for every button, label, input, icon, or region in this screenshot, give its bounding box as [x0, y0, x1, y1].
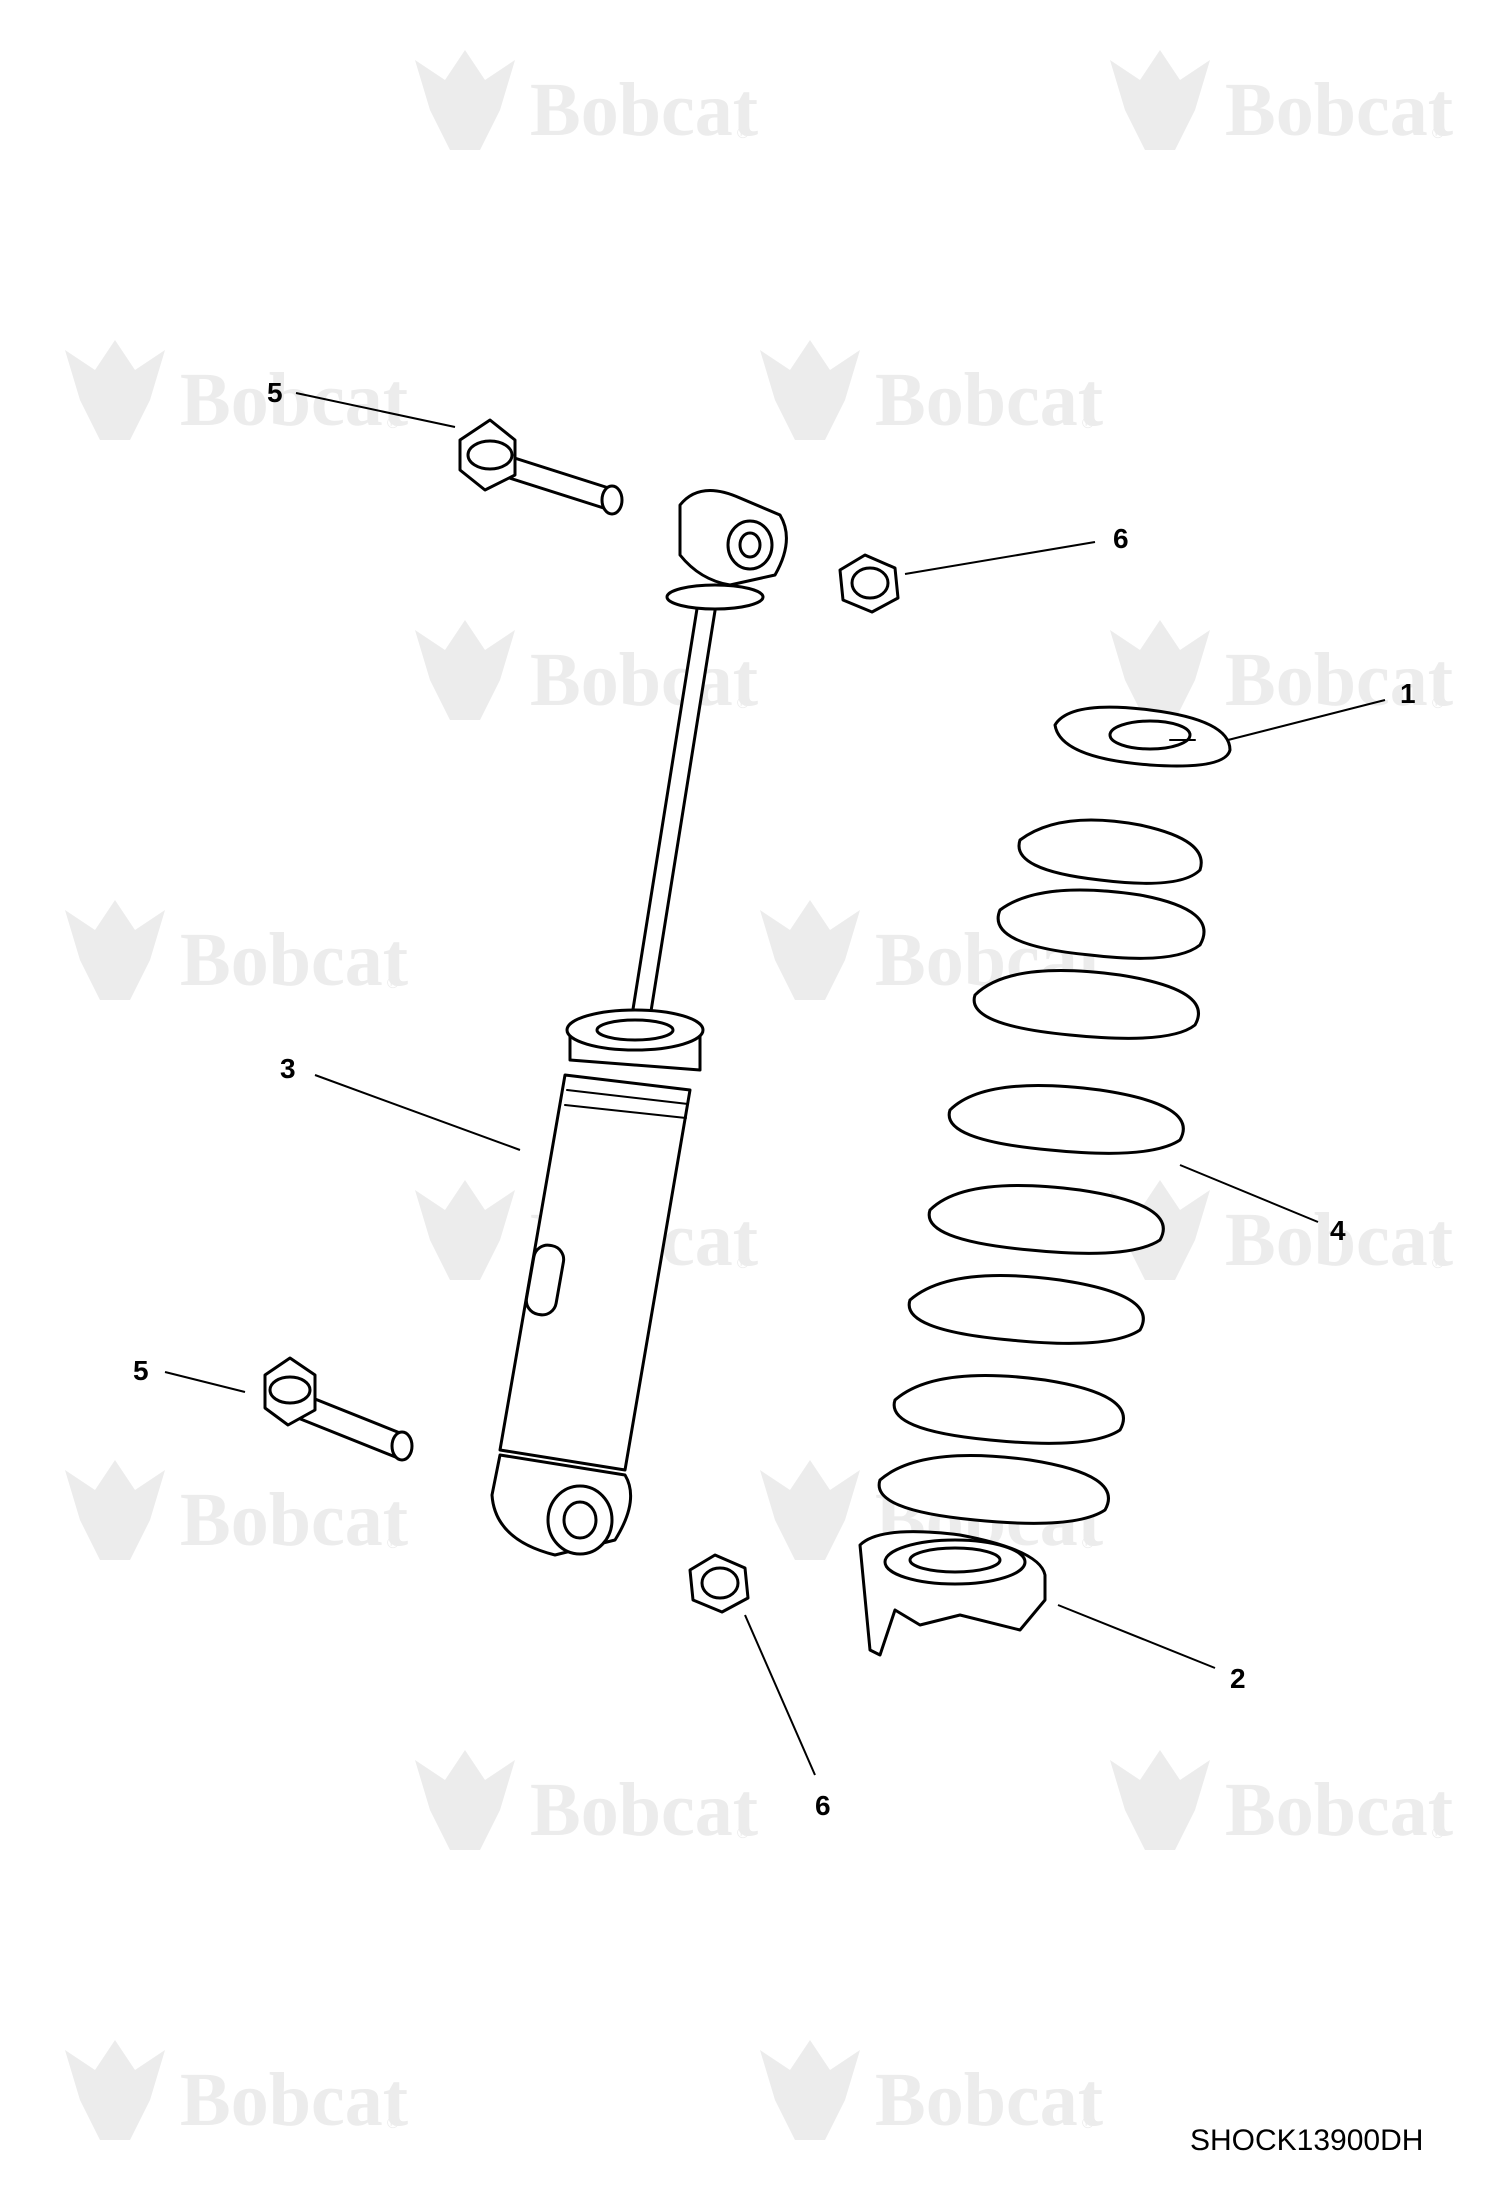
- callout-1: 1: [1400, 678, 1416, 709]
- callout-3: 3: [280, 1053, 296, 1084]
- spring-seat-bottom: [858, 1530, 1047, 1657]
- callout-2: 2: [1230, 1663, 1246, 1694]
- drawing-code: SHOCK13900DH: [1190, 2124, 1423, 2157]
- flange-nut-bottom: [688, 1553, 750, 1614]
- callouts: 5 6 1 3 4 5 2 6: [133, 377, 1416, 1821]
- watermark-layer: [65, 50, 1453, 2142]
- bolt-bottom: [263, 1356, 414, 1462]
- bolt-top: [458, 418, 624, 516]
- callout-5-top: 5: [267, 377, 283, 408]
- callout-6-bottom: 6: [815, 1790, 831, 1821]
- leader-lines: [164, 392, 1386, 1776]
- spring-seat-top: [1053, 705, 1232, 768]
- shock-absorber: [490, 488, 788, 1557]
- callout-4: 4: [1330, 1215, 1346, 1246]
- flange-nut-top: [838, 553, 900, 614]
- callout-5-bottom: 5: [133, 1355, 149, 1386]
- coil-spring: [877, 818, 1206, 1525]
- callout-6-top: 6: [1113, 523, 1129, 554]
